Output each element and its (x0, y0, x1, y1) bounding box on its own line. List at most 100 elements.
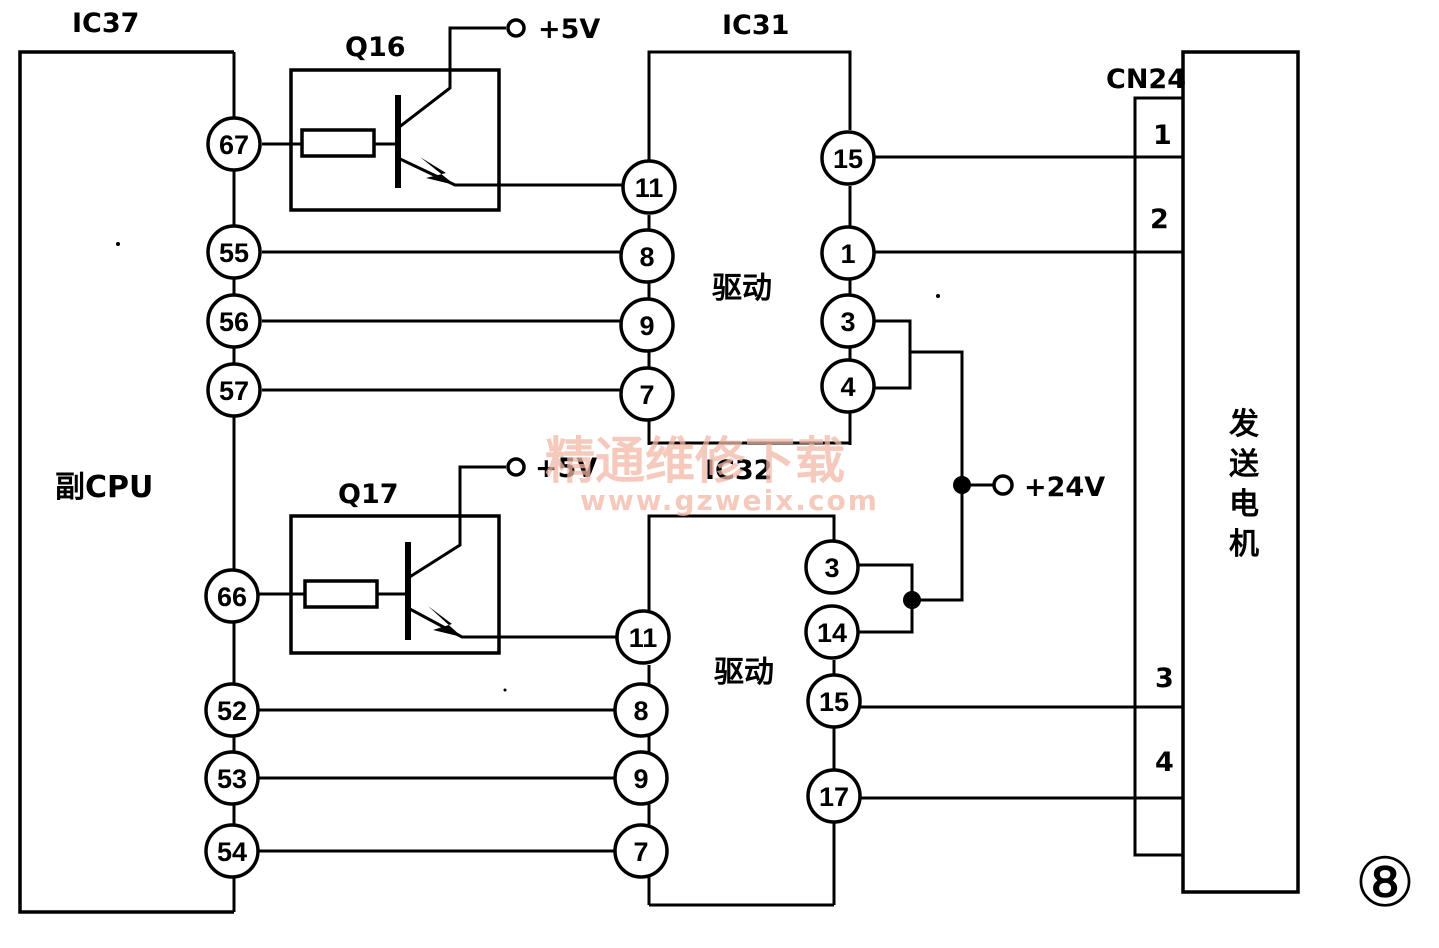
cn24-pin-4: 4 (1155, 747, 1174, 778)
ic37-pin-67: 67 (206, 116, 262, 172)
q16-outline (289, 68, 501, 212)
ic37-pin-52: 52 (204, 682, 260, 738)
ic31-pin-9: 9 (619, 297, 675, 353)
figure-number: ⑧ (1355, 844, 1416, 923)
q17-ref: Q17 (338, 479, 399, 510)
q16-ref: Q16 (345, 32, 406, 63)
svg-text:1: 1 (840, 239, 855, 269)
svg-text:7: 7 (639, 380, 654, 410)
q17-collector (407, 465, 506, 580)
svg-text:15: 15 (833, 144, 863, 174)
q17-block: Q17 +5V (258, 453, 622, 655)
cn24-pin-2: 2 (1150, 204, 1169, 235)
q16-emitter (397, 156, 624, 187)
q16-supply-label: +5V (538, 14, 600, 45)
ic31-pin-15: 15 (820, 130, 876, 186)
svg-text:3: 3 (824, 553, 839, 583)
ic31-pin-3: 3 (820, 293, 876, 349)
supply-24v-terminal (992, 474, 1014, 496)
ic32-function: 驱动 (714, 655, 774, 690)
ic37-outline (18, 50, 234, 914)
cn24-pin-3: 3 (1155, 663, 1174, 694)
q16-resistor (300, 128, 376, 158)
svg-text:11: 11 (635, 173, 664, 203)
motor-label-1: 发 (1228, 407, 1259, 442)
svg-text:55: 55 (219, 238, 249, 268)
cn24-outline (1133, 96, 1183, 857)
svg-text:67: 67 (219, 130, 249, 160)
ic37-name: 副CPU (55, 470, 153, 505)
supply-24v-label: +24V (1024, 472, 1105, 503)
svg-text:54: 54 (217, 837, 247, 867)
q17-emitter (407, 606, 622, 639)
svg-text:11: 11 (629, 623, 658, 653)
q16-collector (397, 26, 506, 130)
svg-text:66: 66 (217, 582, 247, 612)
q17-emitter-arrow (428, 606, 462, 637)
ic37-ref: IC37 (72, 8, 139, 39)
ic31-pin-8: 8 (619, 228, 675, 284)
svg-text:4: 4 (840, 372, 855, 402)
ic37-pin-57: 57 (206, 362, 262, 418)
ic31-function: 驱动 (712, 271, 772, 306)
ic31-pin-11: 11 (621, 159, 677, 215)
ic32-pin-17: 17 (806, 768, 862, 824)
svg-text:9: 9 (633, 764, 648, 794)
ic32-pin-3: 3 (804, 539, 860, 595)
scan-speck (116, 242, 120, 246)
ic32-pin-14: 14 (804, 604, 860, 660)
output-wires (860, 155, 1183, 800)
ic37-pin-55: 55 (206, 224, 262, 280)
watermark-title: 精通维修下载 (545, 432, 845, 490)
ic31-pin-1: 1 (820, 225, 876, 281)
watermark-url: www.gzweix.com (580, 484, 879, 517)
motor-block: 发 送 电 机 (1181, 50, 1300, 894)
svg-text:7: 7 (633, 837, 648, 867)
svg-text:8: 8 (639, 242, 654, 272)
q17-outline (289, 514, 501, 655)
svg-text:9: 9 (639, 311, 654, 341)
svg-text:53: 53 (217, 764, 247, 794)
ic32-bridge-junction (903, 591, 921, 609)
q17-supply-terminal (506, 457, 526, 477)
svg-text:52: 52 (217, 696, 247, 726)
q16-emitter-arrow (420, 157, 455, 185)
motor-label-2: 送 (1229, 447, 1259, 482)
q17-supply-label: +5V (535, 453, 597, 484)
svg-text:57: 57 (219, 376, 249, 406)
ic32-pin-11: 11 (615, 609, 671, 665)
motor-outline (1181, 50, 1300, 894)
svg-text:56: 56 (219, 307, 249, 337)
ic31-outline-top (647, 50, 852, 160)
q16-block: Q16 +5V (262, 14, 624, 212)
svg-text:3: 3 (840, 307, 855, 337)
scan-speck (503, 688, 507, 692)
motor-label-4: 机 (1229, 527, 1259, 562)
ic31-pin3-pin4-bridge (875, 319, 912, 390)
q17-resistor (303, 579, 379, 609)
ic32-ref: IC32 (705, 455, 772, 486)
ic32-pin-9: 9 (613, 750, 669, 806)
scan-speck (936, 294, 940, 298)
ic32-pin-15: 15 (806, 673, 862, 729)
ic32-block: IC32 驱动 (647, 455, 836, 907)
ic37-pin-53: 53 (204, 750, 260, 806)
ic31-pin-7: 7 (619, 366, 675, 422)
supply-24v-network: +24V (858, 319, 1105, 634)
cn24-pin-1: 1 (1153, 120, 1172, 151)
motor-label-3: 电 (1229, 487, 1259, 522)
ic32-outline-top (647, 514, 836, 610)
svg-text:17: 17 (819, 782, 849, 812)
supply-24v-rail (910, 350, 964, 602)
ic31-ref: IC31 (722, 10, 789, 41)
ic37-block: IC37 副CPU (18, 8, 236, 914)
q16-supply-terminal (506, 18, 526, 38)
ic32-pin-7: 7 (613, 823, 669, 879)
cn24-connector: CN24 1 2 3 4 (1106, 64, 1186, 857)
cn24-ref: CN24 (1106, 64, 1186, 95)
svg-text:14: 14 (817, 618, 847, 648)
ic31-block: IC31 驱动 (647, 10, 852, 445)
ic37-pin-54: 54 (204, 823, 260, 879)
ic32-pin-8: 8 (613, 682, 669, 738)
